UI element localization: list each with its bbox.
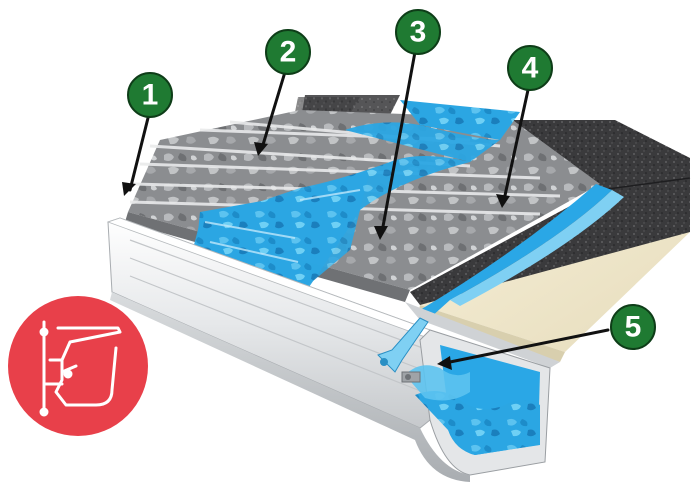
callout-3-number: 3 xyxy=(410,16,427,49)
callout-1-pointer xyxy=(128,108,152,192)
callout-5-pointer xyxy=(443,328,610,365)
callout-5-number: 5 xyxy=(625,311,642,344)
gutter-profile-icon xyxy=(39,320,122,417)
hanger-bracket xyxy=(377,317,429,383)
callout-5: 5 xyxy=(610,304,656,350)
callout-4-arrowhead xyxy=(496,194,510,208)
callout-2-pointer xyxy=(260,70,287,150)
callout-3-arrowhead xyxy=(374,226,388,240)
callout-1: 1 xyxy=(127,72,173,118)
cross-section-badge xyxy=(8,296,148,436)
callout-5-arrowhead xyxy=(437,356,452,370)
callout-4-number: 4 xyxy=(522,52,539,85)
gutter-trough xyxy=(106,217,560,482)
callout-1-arrowhead xyxy=(122,182,136,196)
callout-3-pointer xyxy=(380,50,417,234)
callout-2: 2 xyxy=(265,29,311,75)
callout-4: 4 xyxy=(507,45,553,91)
callout-1-number: 1 xyxy=(142,79,159,112)
callout-2-number: 2 xyxy=(280,36,297,69)
callout-2-arrowhead xyxy=(254,142,268,156)
callout-4-pointer xyxy=(502,88,530,202)
guard-blue-lip xyxy=(420,184,624,318)
callout-3: 3 xyxy=(395,9,441,55)
